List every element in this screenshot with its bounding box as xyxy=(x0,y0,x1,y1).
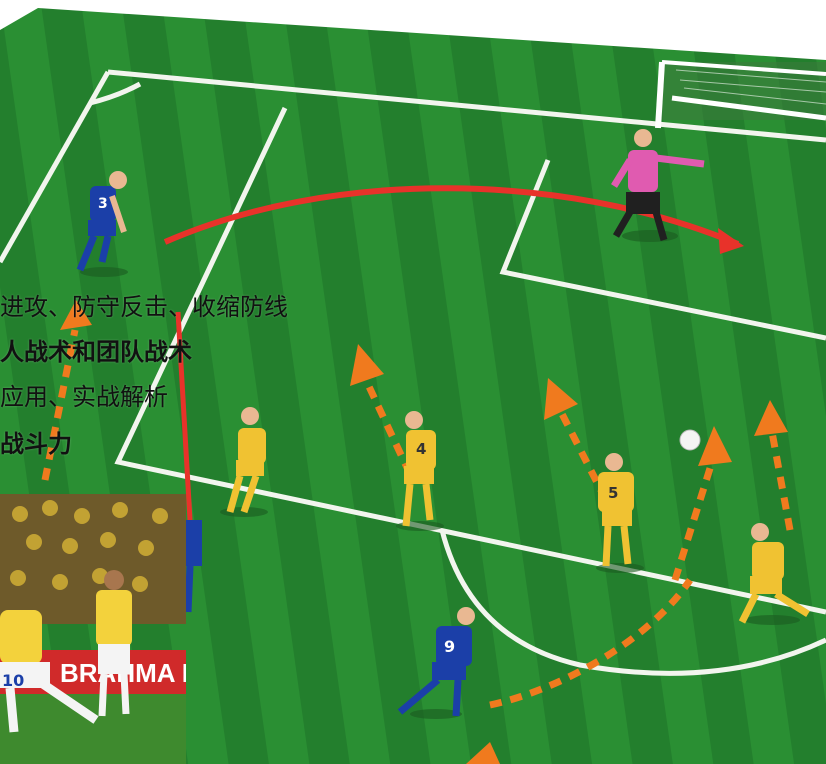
svg-text:4: 4 xyxy=(416,440,426,458)
text-line-1: 进攻、防守反击、收缩防线 xyxy=(0,295,288,319)
svg-text:9: 9 xyxy=(444,637,455,656)
text-line-2: 人战术和团队战术 xyxy=(0,340,192,364)
match-photo: BRAHMA BR 10 xyxy=(0,494,186,764)
ball xyxy=(680,430,700,450)
goal xyxy=(658,62,826,128)
text-line-3: 应用、实战解析 xyxy=(0,385,168,409)
svg-text:5: 5 xyxy=(608,484,618,502)
svg-text:3: 3 xyxy=(98,196,108,212)
svg-text:10: 10 xyxy=(2,671,24,690)
text-line-4: 战斗力 xyxy=(0,432,72,456)
